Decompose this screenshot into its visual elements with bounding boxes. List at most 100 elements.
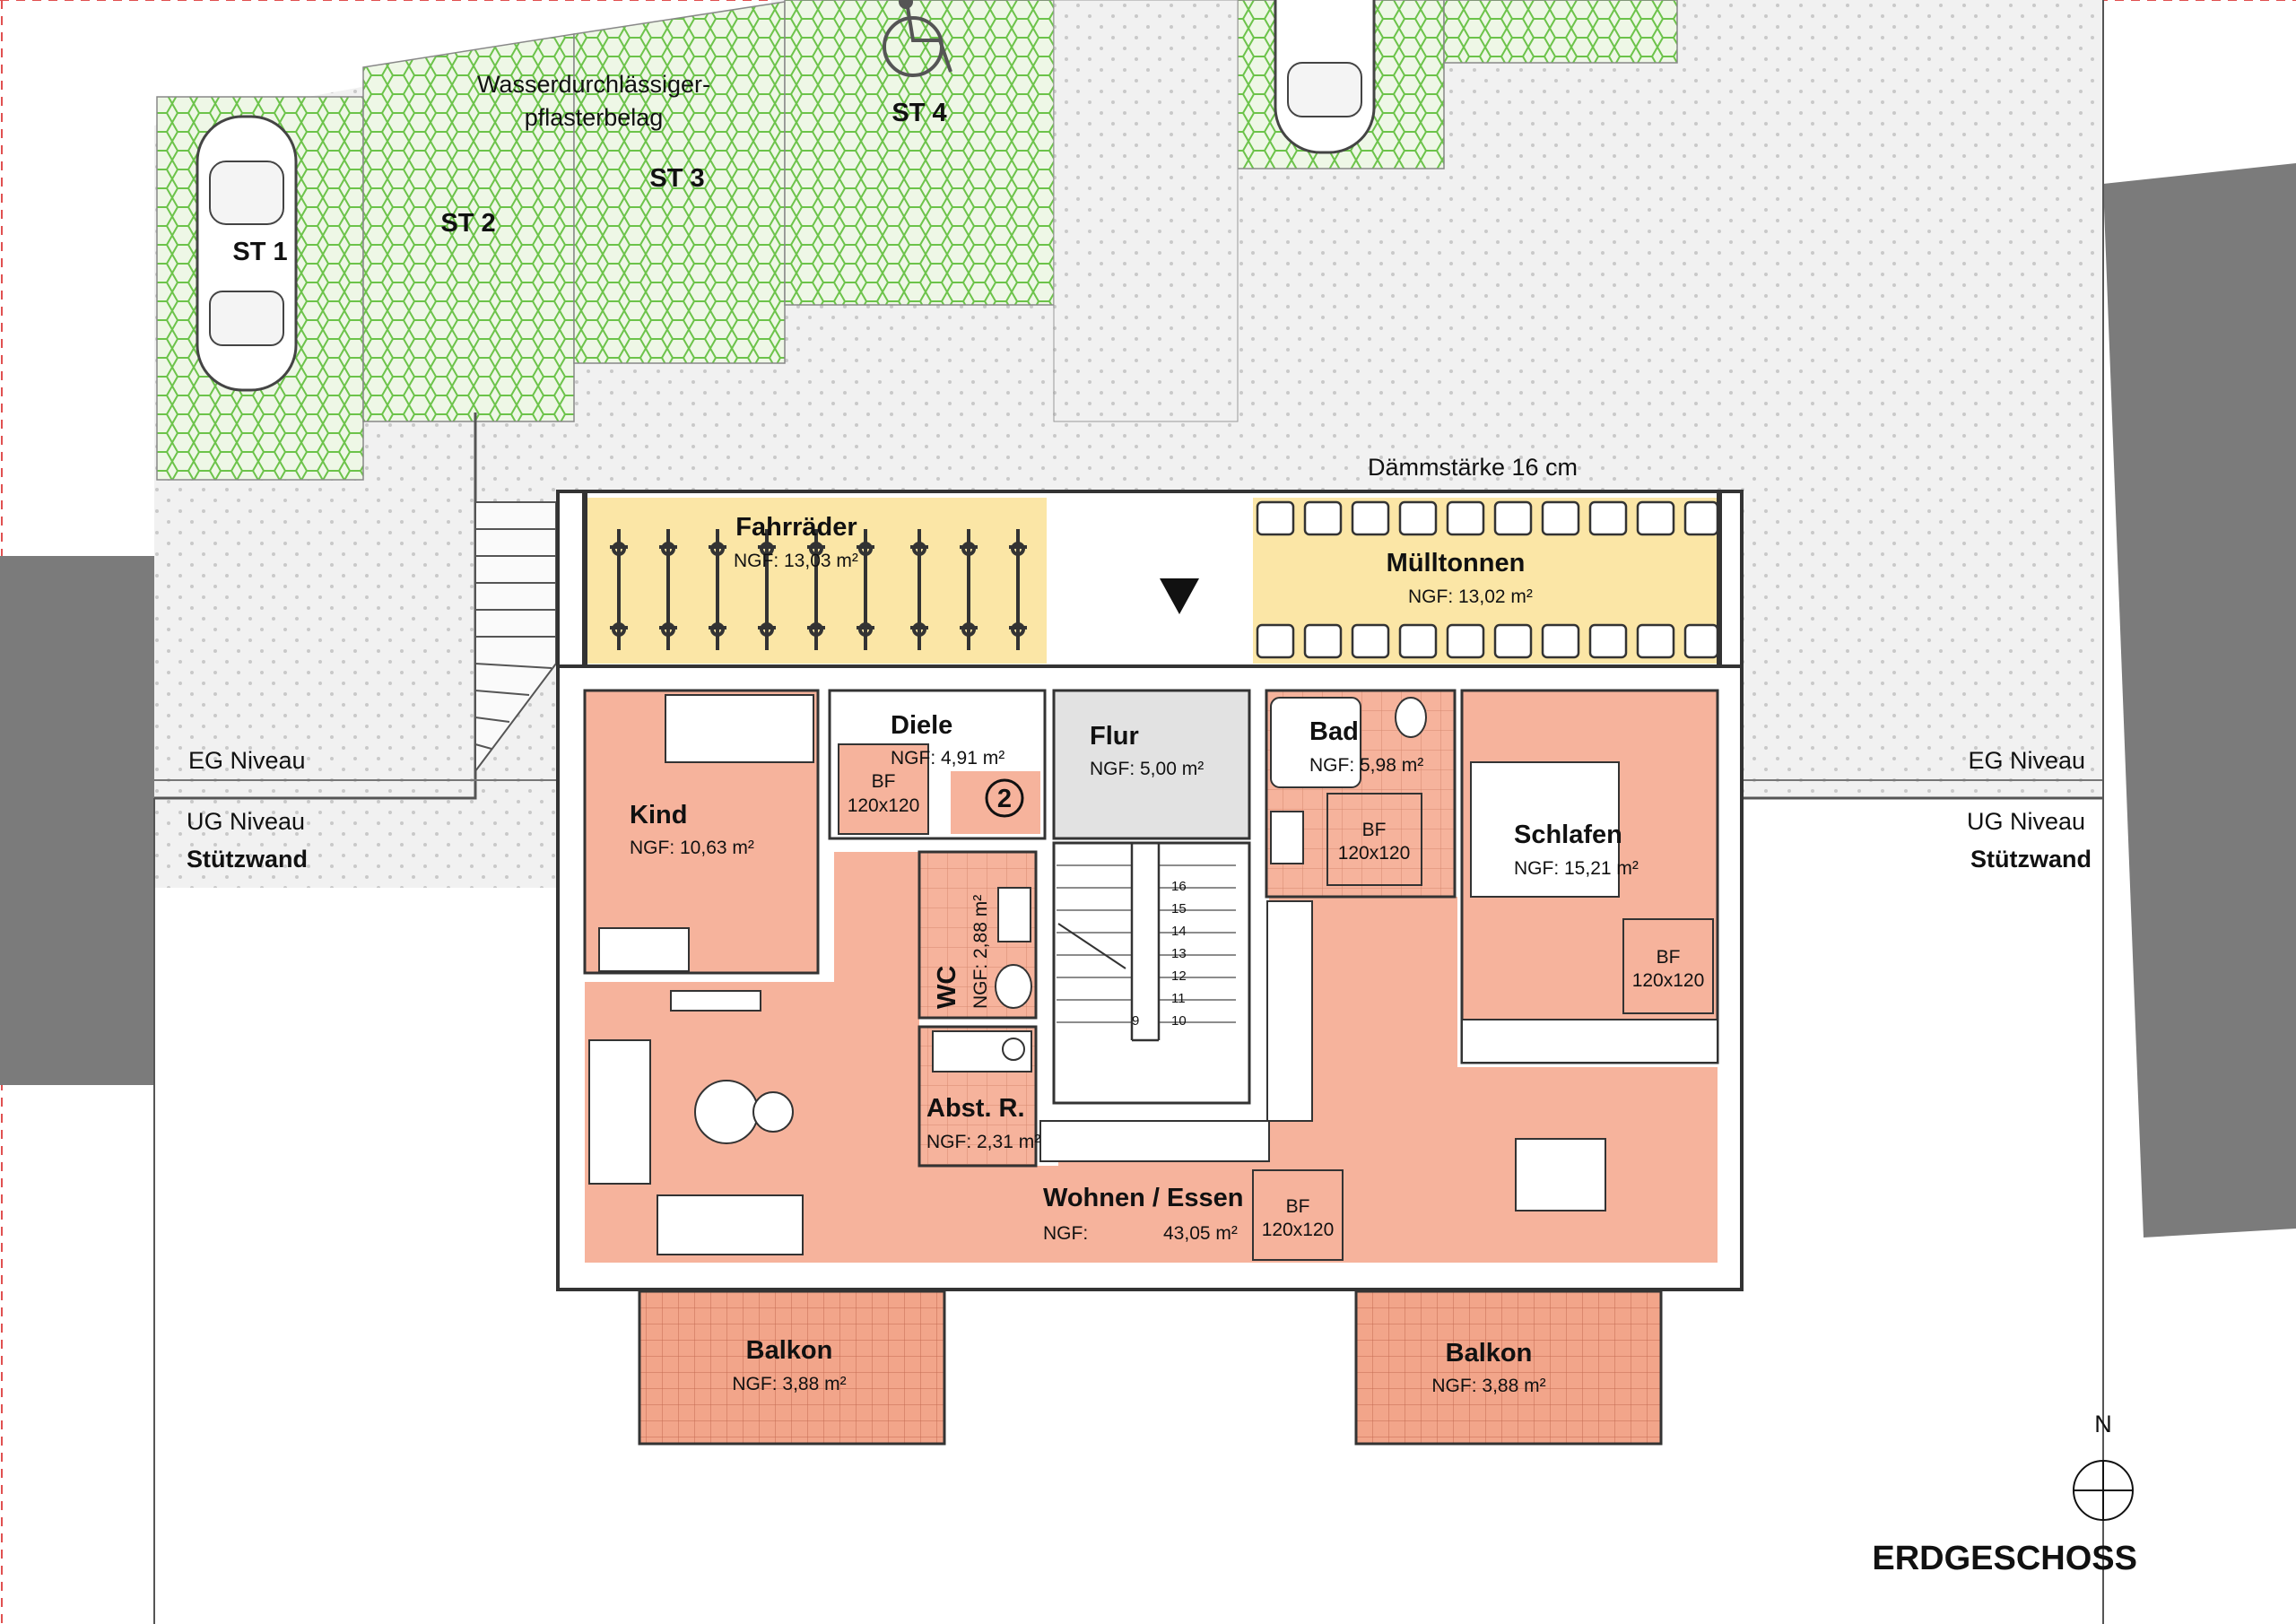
stuetzwand-right: Stützwand	[1970, 846, 2092, 873]
bin-icons	[1256, 500, 1719, 659]
parking-label-st2: ST 2	[440, 209, 495, 238]
table-round	[694, 1080, 759, 1144]
room-name-kind: Kind	[630, 801, 687, 829]
bed	[1470, 761, 1620, 898]
room-name-balkon-right: Balkon	[1446, 1339, 1533, 1368]
eg-niveau-left: EG Niveau	[188, 747, 306, 774]
stair-step-14: 14	[1171, 924, 1187, 939]
room-area-wc: NGF: 2,88 m²	[970, 895, 991, 1009]
parking-top-right-b	[1443, 0, 1678, 64]
kind-desk	[598, 927, 690, 972]
room-name-wc: WC	[933, 966, 961, 1009]
paving-label-1: Wasserdurchlässiger-	[477, 71, 710, 98]
stair-step-11: 11	[1171, 991, 1186, 1006]
room-name-balkon-left: Balkon	[746, 1336, 833, 1365]
stair-steps	[1057, 843, 1236, 1042]
balkon-right	[1354, 1290, 1663, 1446]
car-icon	[1274, 0, 1376, 154]
stair-step-12: 12	[1171, 968, 1187, 984]
terrain-left	[0, 556, 154, 1085]
entrance	[1047, 498, 1253, 664]
stairwell	[1052, 841, 1251, 1105]
room-wohnen-essen	[585, 852, 1718, 1263]
bf-bad-size: 120x120	[1338, 843, 1411, 864]
sofa-2	[657, 1194, 804, 1255]
bf-wohnen-size: 120x120	[1262, 1220, 1335, 1240]
bf-wohnen-label: BF	[1286, 1196, 1310, 1217]
north-arrow-icon	[2073, 1460, 2134, 1521]
bad-shower	[1270, 697, 1361, 788]
wc-sink	[997, 887, 1031, 942]
room-name-muelltonnen: Mülltonnen	[1387, 549, 1526, 578]
bf-schlafen-label: BF	[1657, 947, 1681, 968]
wardrobe	[1461, 1019, 1718, 1064]
paving-label-2: pflasterbelag	[525, 104, 664, 131]
room-area-abst: NGF: 2,31 m²	[926, 1132, 1040, 1152]
unit-number: 2	[997, 785, 1012, 813]
bf-schlafen	[1622, 918, 1714, 1014]
eg-niveau-right: EG Niveau	[1968, 747, 2085, 774]
bf-diele-size: 120x120	[848, 795, 920, 816]
driveway	[1053, 0, 1239, 422]
bad-sink	[1270, 811, 1304, 864]
room-area-schlafen: NGF: 15,21 m²	[1514, 858, 1639, 879]
parking-st2	[362, 33, 575, 422]
wc-toilet	[995, 964, 1032, 1009]
parking-label-st1: ST 1	[232, 238, 287, 266]
washing-machine-drum	[1002, 1038, 1025, 1061]
north-label: N	[2094, 1411, 2112, 1437]
ug-niveau-left: UG Niveau	[187, 808, 305, 835]
kind-bed	[665, 694, 814, 763]
unit-number-circle	[985, 778, 1024, 818]
kitchen-counter-side	[1266, 900, 1313, 1122]
room-flur	[1052, 689, 1251, 840]
stuetzwand-left: Stützwand	[187, 846, 308, 873]
bf-diele-label: BF	[872, 771, 896, 792]
room-area-kind: NGF: 10,63 m²	[630, 838, 754, 858]
room-name-wohnen: Wohnen / Essen	[1043, 1184, 1243, 1212]
sofa	[588, 1039, 651, 1185]
table-side	[752, 1091, 794, 1133]
bf-bad	[1326, 793, 1422, 886]
bf-schlafen-size: 120x120	[1632, 970, 1705, 991]
room-name-fahrraeder: Fahrräder	[735, 513, 857, 542]
stair-step-15: 15	[1171, 901, 1187, 916]
dining-table	[1515, 1138, 1606, 1211]
room-name-flur: Flur	[1090, 722, 1139, 751]
ug-niveau-right: UG Niveau	[1967, 808, 2085, 835]
insulation-label: Dämmstärke 16 cm	[1368, 454, 1578, 481]
terrain-right	[2103, 163, 2296, 1238]
bf-bad-label: BF	[1362, 820, 1387, 840]
tv-board	[670, 990, 761, 1012]
room-area-fahrraeder: NGF: 13,03 m²	[734, 551, 858, 571]
entrance-arrow-icon	[1160, 578, 1199, 614]
parking-label-st4: ST 4	[891, 99, 946, 127]
parking-st4	[784, 0, 1055, 306]
room-area-balkon-left: NGF: 3,88 m²	[732, 1374, 846, 1394]
stair-step-13: 13	[1171, 946, 1187, 961]
room-area-diele: NGF: 4,91 m²	[891, 748, 1004, 769]
room-area-wohnen-value: 43,05 m²	[1163, 1223, 1238, 1244]
kitchen-counter	[1039, 1120, 1270, 1162]
room-area-balkon-right: NGF: 3,88 m²	[1431, 1376, 1545, 1396]
storage-walls	[582, 491, 1722, 671]
room-name-bad: Bad	[1309, 717, 1359, 746]
stair-step-16: 16	[1171, 879, 1187, 894]
stair-step-9: 9	[1132, 1013, 1139, 1029]
parking-st3	[573, 1, 786, 364]
bf-wohnen	[1252, 1169, 1344, 1261]
room-name-diele: Diele	[891, 711, 952, 740]
bad-toilet	[1395, 697, 1427, 738]
parking-label-st3: ST 3	[649, 164, 704, 193]
car-icon	[196, 115, 298, 392]
balkon-left	[638, 1290, 946, 1446]
room-name-abst: Abst. R.	[926, 1094, 1025, 1123]
room-area-bad: NGF: 5,98 m²	[1309, 755, 1423, 776]
room-name-schlafen: Schlafen	[1514, 821, 1622, 849]
bf-diele	[838, 743, 929, 835]
stair-step-10: 10	[1171, 1013, 1187, 1029]
wheelchair-icon	[883, 0, 952, 77]
room-area-flur: NGF: 5,00 m²	[1090, 759, 1204, 779]
floor-title: ERDGESCHOSS	[1872, 1540, 2137, 1577]
